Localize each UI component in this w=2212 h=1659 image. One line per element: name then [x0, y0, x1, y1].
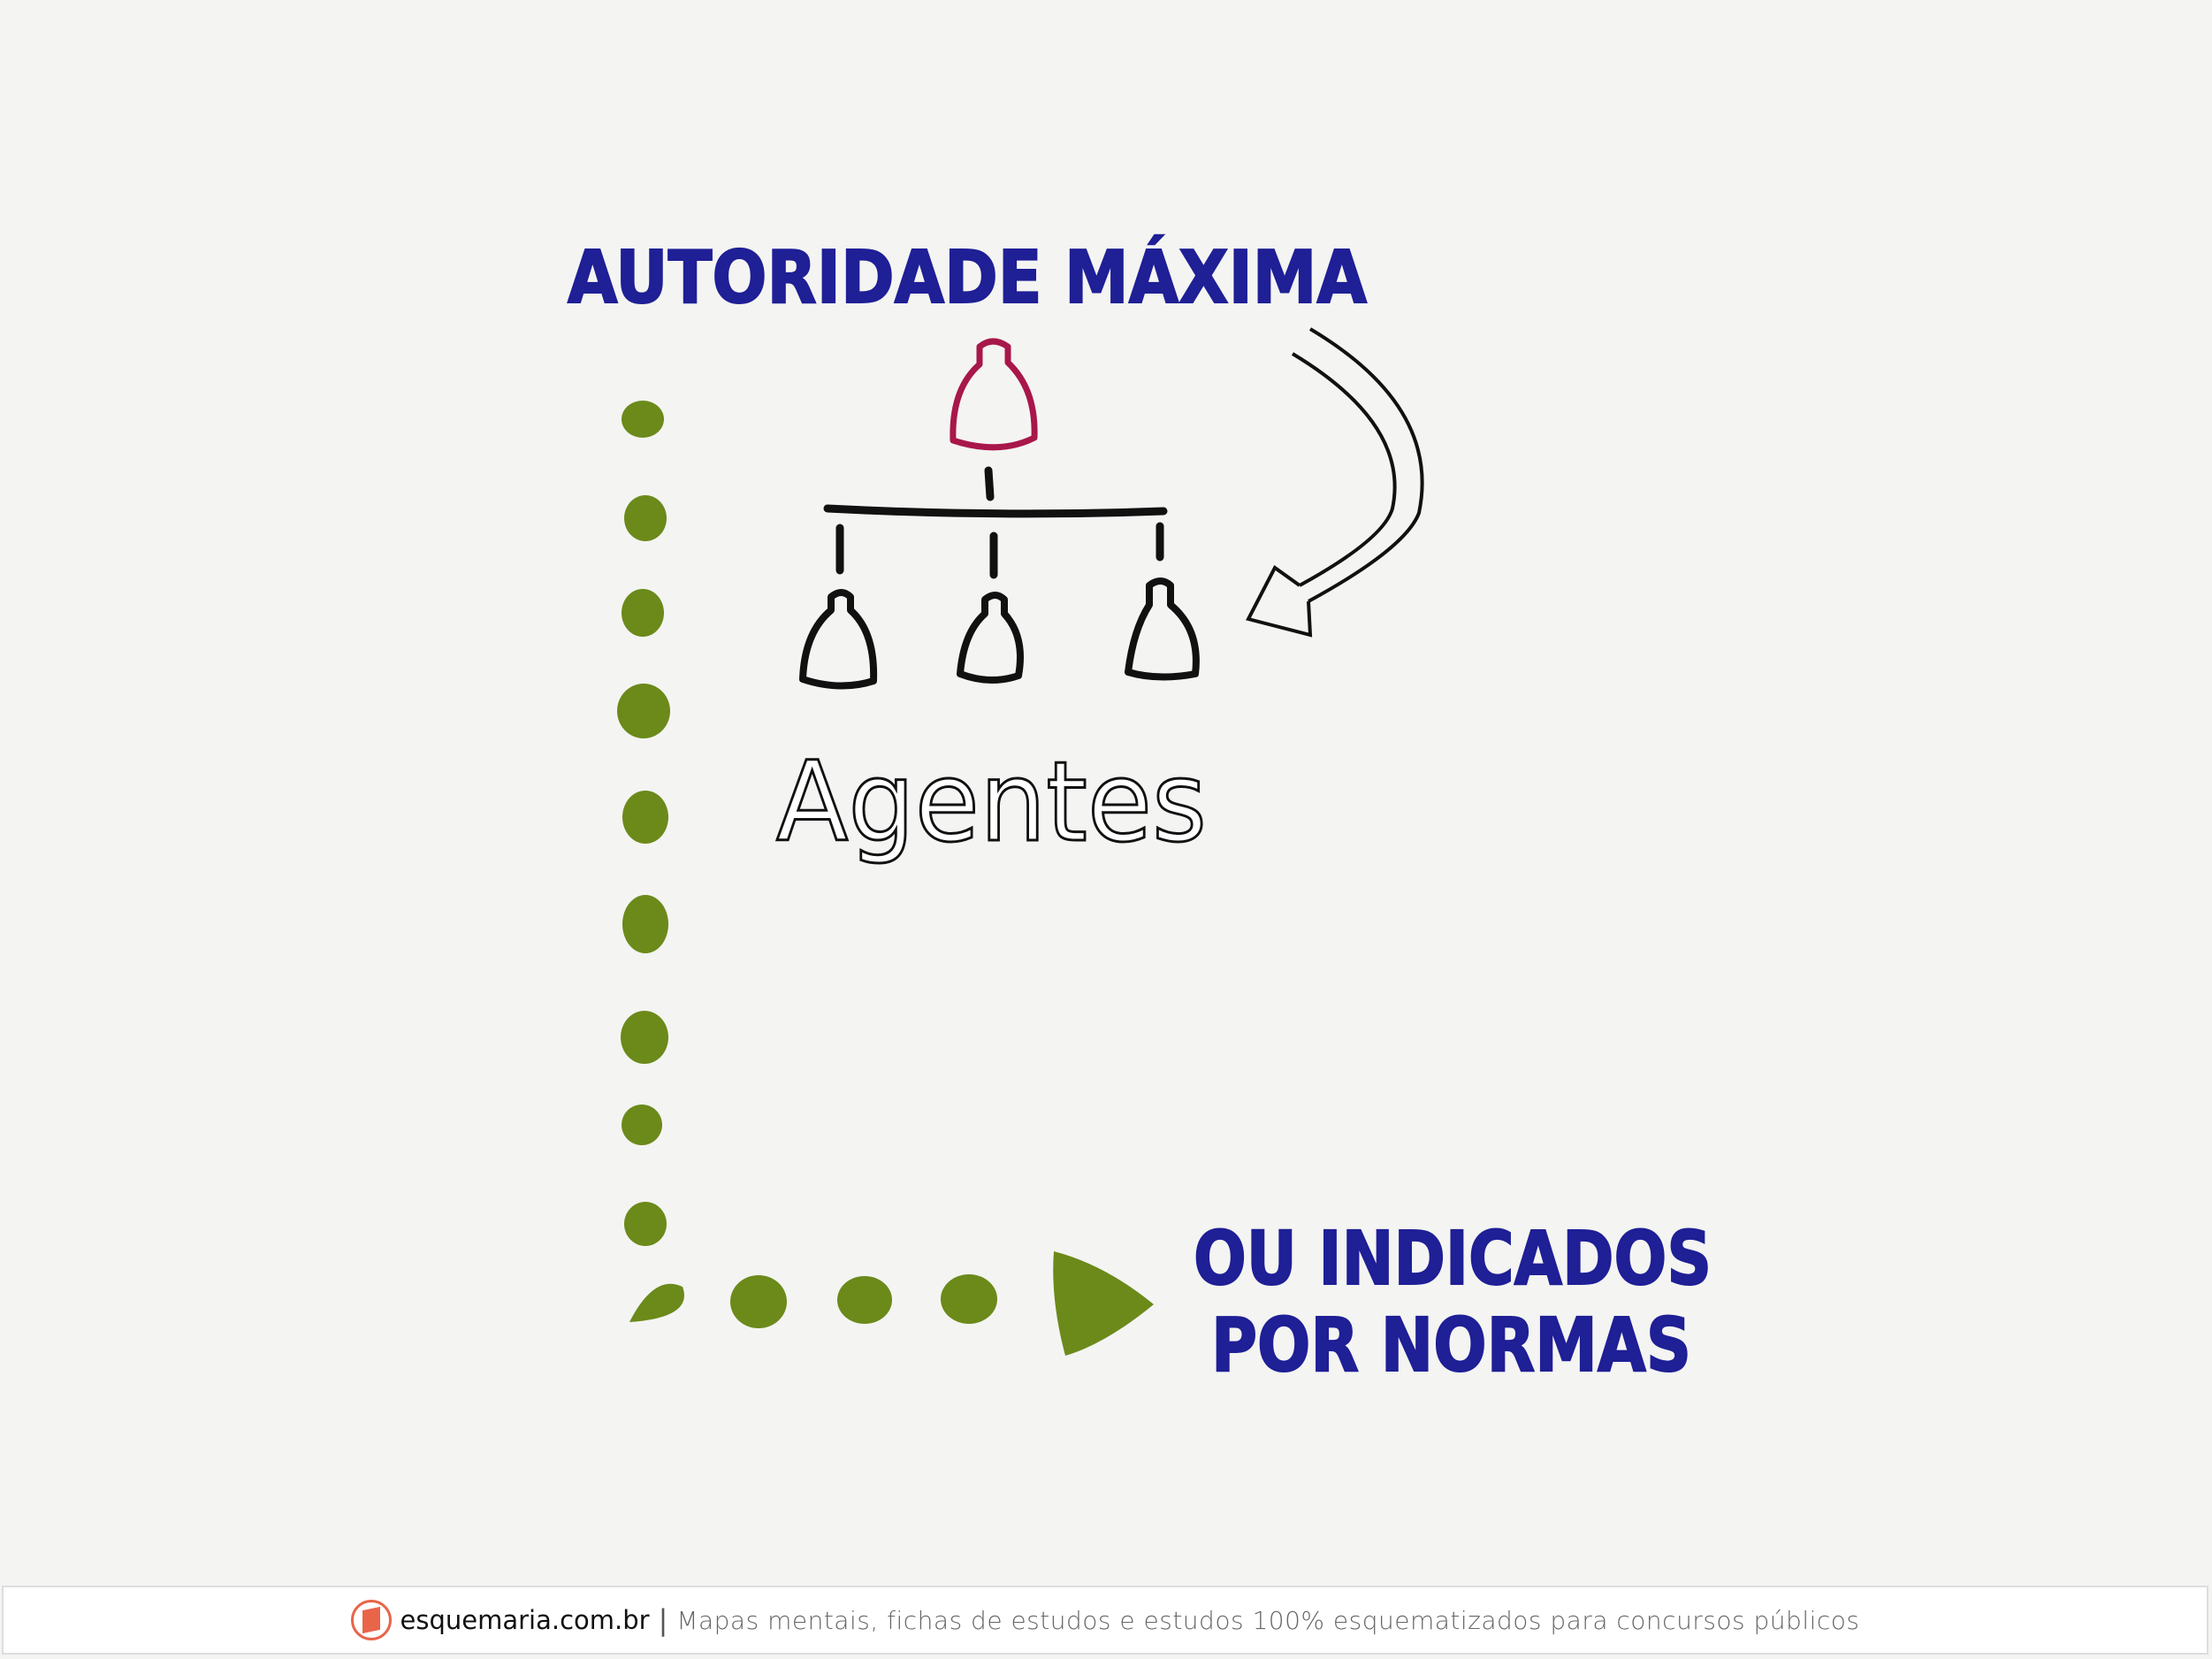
dot: [622, 589, 664, 637]
label-por-normas: POR NORMAS: [1211, 1302, 1691, 1388]
top-authority-person-icon: [950, 338, 1038, 451]
title-autoridade-maxima: AUTORIDADE MÁXIMA: [568, 234, 1367, 320]
dot: [730, 1275, 787, 1328]
agent-person-icons: [799, 577, 1200, 690]
agent-person-icon: [799, 589, 878, 690]
agent-person-icon: [957, 592, 1024, 684]
curved-arrow-icon: [1246, 327, 1424, 638]
dot: [624, 1202, 667, 1246]
footer-tagline: Mapas mentais, fichas de estudos e estud…: [676, 1605, 1860, 1635]
footer-brand-link[interactable]: esquemaria.com.br: [400, 1605, 650, 1635]
arrowhead-triangle: [1053, 1251, 1154, 1356]
dot: [622, 1105, 662, 1145]
agent-person-icon: [1125, 577, 1200, 681]
dot: [617, 684, 670, 738]
dot: [622, 895, 668, 953]
agentes-label: Agentes: [776, 738, 1207, 867]
dot: [624, 495, 667, 541]
dot: [622, 791, 668, 844]
footer-separator: |: [658, 1603, 668, 1637]
dot: [621, 1011, 668, 1064]
dot: [622, 401, 664, 438]
dot: [941, 1274, 997, 1324]
footer-bar: esquemaria.com.br | Mapas mentais, ficha…: [2, 1586, 2208, 1655]
label-ou-indicados: OU INDICADOS: [1194, 1215, 1712, 1302]
dotted-path: [617, 401, 1154, 1356]
esquemaria-logo-icon: [350, 1600, 392, 1640]
hierarchy-lines: [823, 466, 1168, 579]
dot: [629, 1283, 684, 1322]
dot: [837, 1276, 892, 1324]
